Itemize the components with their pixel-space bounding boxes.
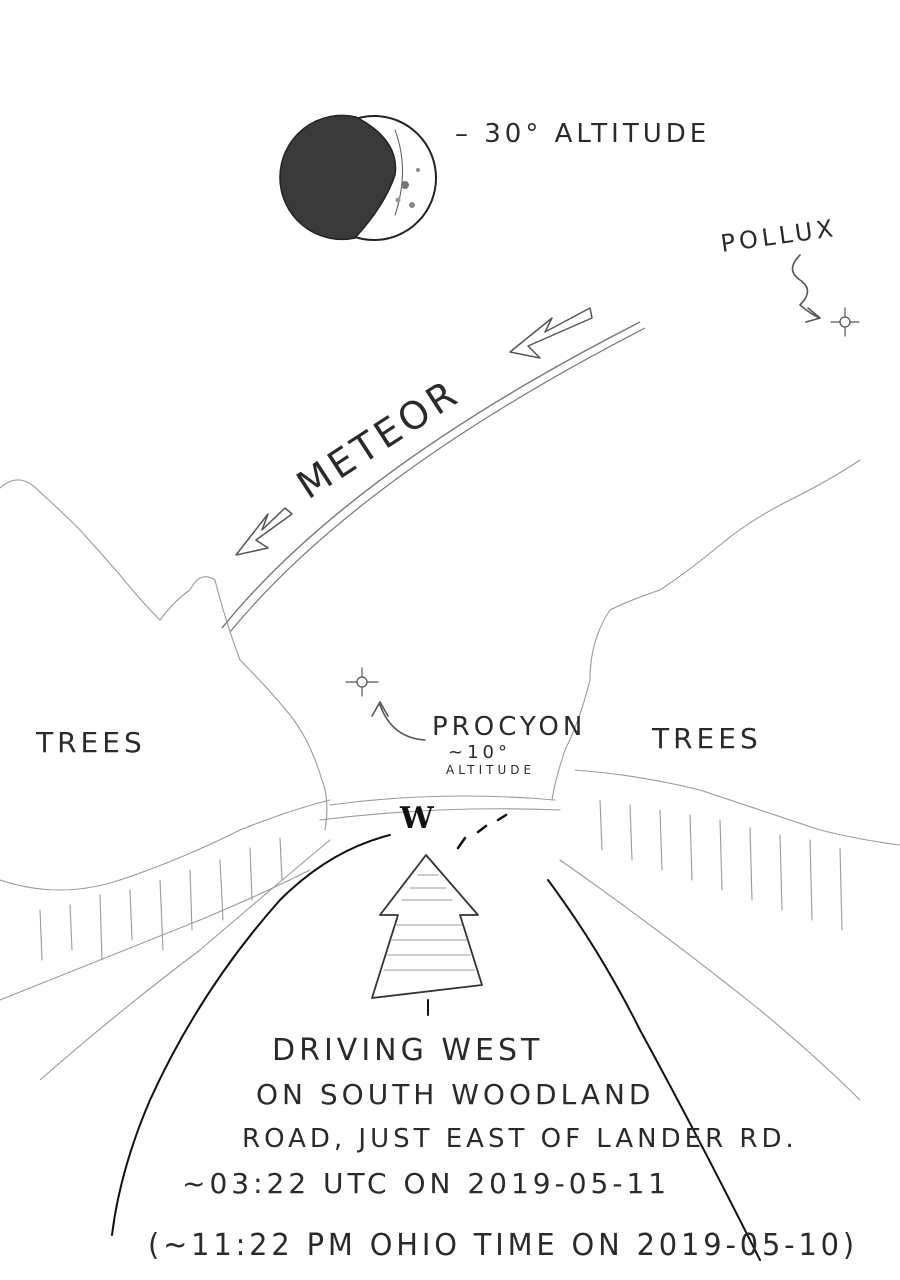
moon-icon (279, 114, 437, 241)
meteor-arrow-lower (235, 507, 293, 556)
caption-line-4: ~03:22 UTC ON 2019-05-11 (182, 1167, 670, 1200)
procyon-altitude-word: ALTITUDE (446, 763, 535, 777)
trees-right-label: TREES (651, 722, 762, 755)
procyon-altitude-value: ~10° (448, 742, 511, 763)
procyon-pointer-arrow (371, 701, 426, 741)
moon-altitude-label: – 30° ALTITUDE (455, 119, 710, 149)
caption-line-1: DRIVING WEST (272, 1033, 543, 1068)
right-tree-line (551, 459, 900, 1101)
pollux-label: POLLUX (719, 214, 839, 258)
meteor-label: METEOR (289, 370, 468, 507)
procyon-star-icon (345, 667, 379, 697)
caption-line-5: (~11:22 PM OHIO TIME ON 2019-05-10) (148, 1228, 858, 1263)
up-arrow-icon (371, 854, 483, 1016)
pollux-star-icon (830, 307, 860, 337)
trees-left-label: TREES (35, 726, 146, 759)
caption-line-2: ON SOUTH WOODLAND (256, 1078, 654, 1111)
meteor-arrow-upper (509, 307, 593, 359)
procyon-label: PROCYON (432, 712, 586, 742)
caption-line-3: ROAD, JUST EAST OF LANDER RD. (242, 1124, 798, 1154)
meteor-trail (221, 321, 641, 629)
west-direction-label: W (399, 801, 435, 836)
road (39, 795, 761, 1261)
pollux-pointer-arrow (791, 254, 821, 323)
